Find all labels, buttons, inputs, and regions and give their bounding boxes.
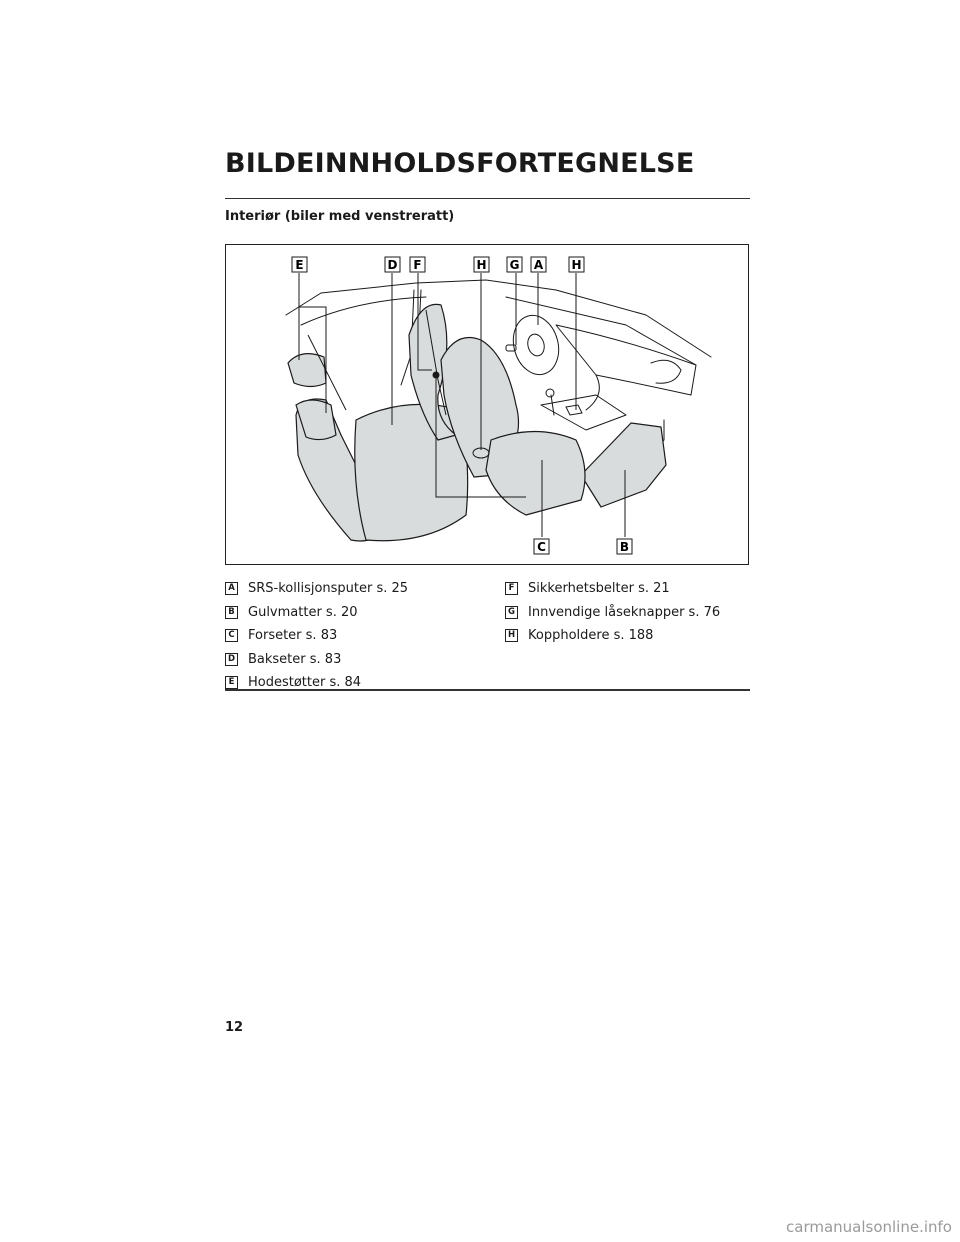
interior-illustration: E D F H G A H C B [225, 244, 749, 565]
legend-text: Hodestøtter s. 84 [248, 675, 362, 691]
bottom-divider [225, 689, 750, 691]
callout-C: C [533, 538, 550, 555]
svg-text:G: G [510, 258, 520, 272]
legend-badge: A [225, 582, 238, 596]
floor-mat [580, 422, 667, 508]
svg-text:H: H [571, 258, 581, 272]
page-title: BILDEINNHOLDSFORTEGNELSE [225, 148, 695, 179]
watermark-text: carmanualsonline.info [786, 1218, 952, 1236]
dashboard [555, 324, 697, 396]
legend-item-c: C Forseter s. 83 [225, 624, 408, 648]
front-seat-cushion [485, 430, 586, 516]
legend-text: Gulvmatter s. 20 [248, 604, 358, 620]
svg-text:E: E [295, 258, 303, 272]
legend-badge: B [225, 605, 238, 619]
legend-badge: C [225, 629, 238, 643]
callout-A: A [530, 256, 547, 273]
svg-text:D: D [388, 258, 398, 272]
legend-item-e: E Hodestøtter s. 84 [225, 671, 408, 695]
callout-H-left: H [473, 256, 490, 273]
legend-left: A SRS-kollisjonsputer s. 25 B Gulvmatter… [225, 577, 408, 695]
svg-text:F: F [413, 258, 421, 272]
front-seat-back-left [408, 303, 457, 441]
legend-badge: D [225, 652, 238, 666]
legend-badge: F [505, 582, 518, 596]
callout-B: B [616, 538, 633, 555]
svg-text:C: C [537, 540, 546, 554]
legend-text: SRS-kollisjonsputer s. 25 [248, 581, 409, 597]
title-divider [225, 198, 750, 199]
callout-F: F [409, 256, 426, 273]
legend-item-d: D Bakseter s. 83 [225, 648, 408, 672]
callout-D: D [384, 256, 401, 273]
legend-item-a: A SRS-kollisjonsputer s. 25 [225, 577, 408, 601]
legend-text: Koppholdere s. 188 [528, 628, 654, 644]
svg-text:A: A [534, 258, 544, 272]
legend-badge: H [505, 629, 518, 643]
legend-text: Innvendige låseknapper s. 76 [528, 604, 721, 620]
seat-belt-front [425, 309, 447, 416]
seat-belt-rear [307, 334, 347, 411]
svg-text:H: H [476, 258, 486, 272]
legend-item-b: B Gulvmatter s. 20 [225, 601, 408, 625]
legend-item-g: G Innvendige låseknapper s. 76 [505, 601, 720, 625]
callout-H-right: H [568, 256, 585, 273]
legend-badge: G [505, 605, 518, 619]
callout-E: E [291, 256, 308, 273]
legend-badge: E [225, 676, 238, 690]
legend-text: Bakseter s. 83 [248, 651, 342, 667]
legend-text: Forseter s. 83 [248, 628, 338, 644]
legend-right: F Sikkerhetsbelter s. 21 G Innvendige lå… [505, 577, 720, 648]
legend-text: Sikkerhetsbelter s. 21 [528, 581, 670, 597]
svg-text:B: B [620, 540, 629, 554]
page-number: 12 [225, 1020, 244, 1035]
legend-item-f: F Sikkerhetsbelter s. 21 [505, 577, 720, 601]
callout-G: G [506, 256, 523, 273]
roof-outline [285, 279, 712, 358]
section-title: Interiør (biler med venstreratt) [225, 209, 455, 224]
legend-item-h: H Koppholdere s. 188 [505, 624, 720, 648]
